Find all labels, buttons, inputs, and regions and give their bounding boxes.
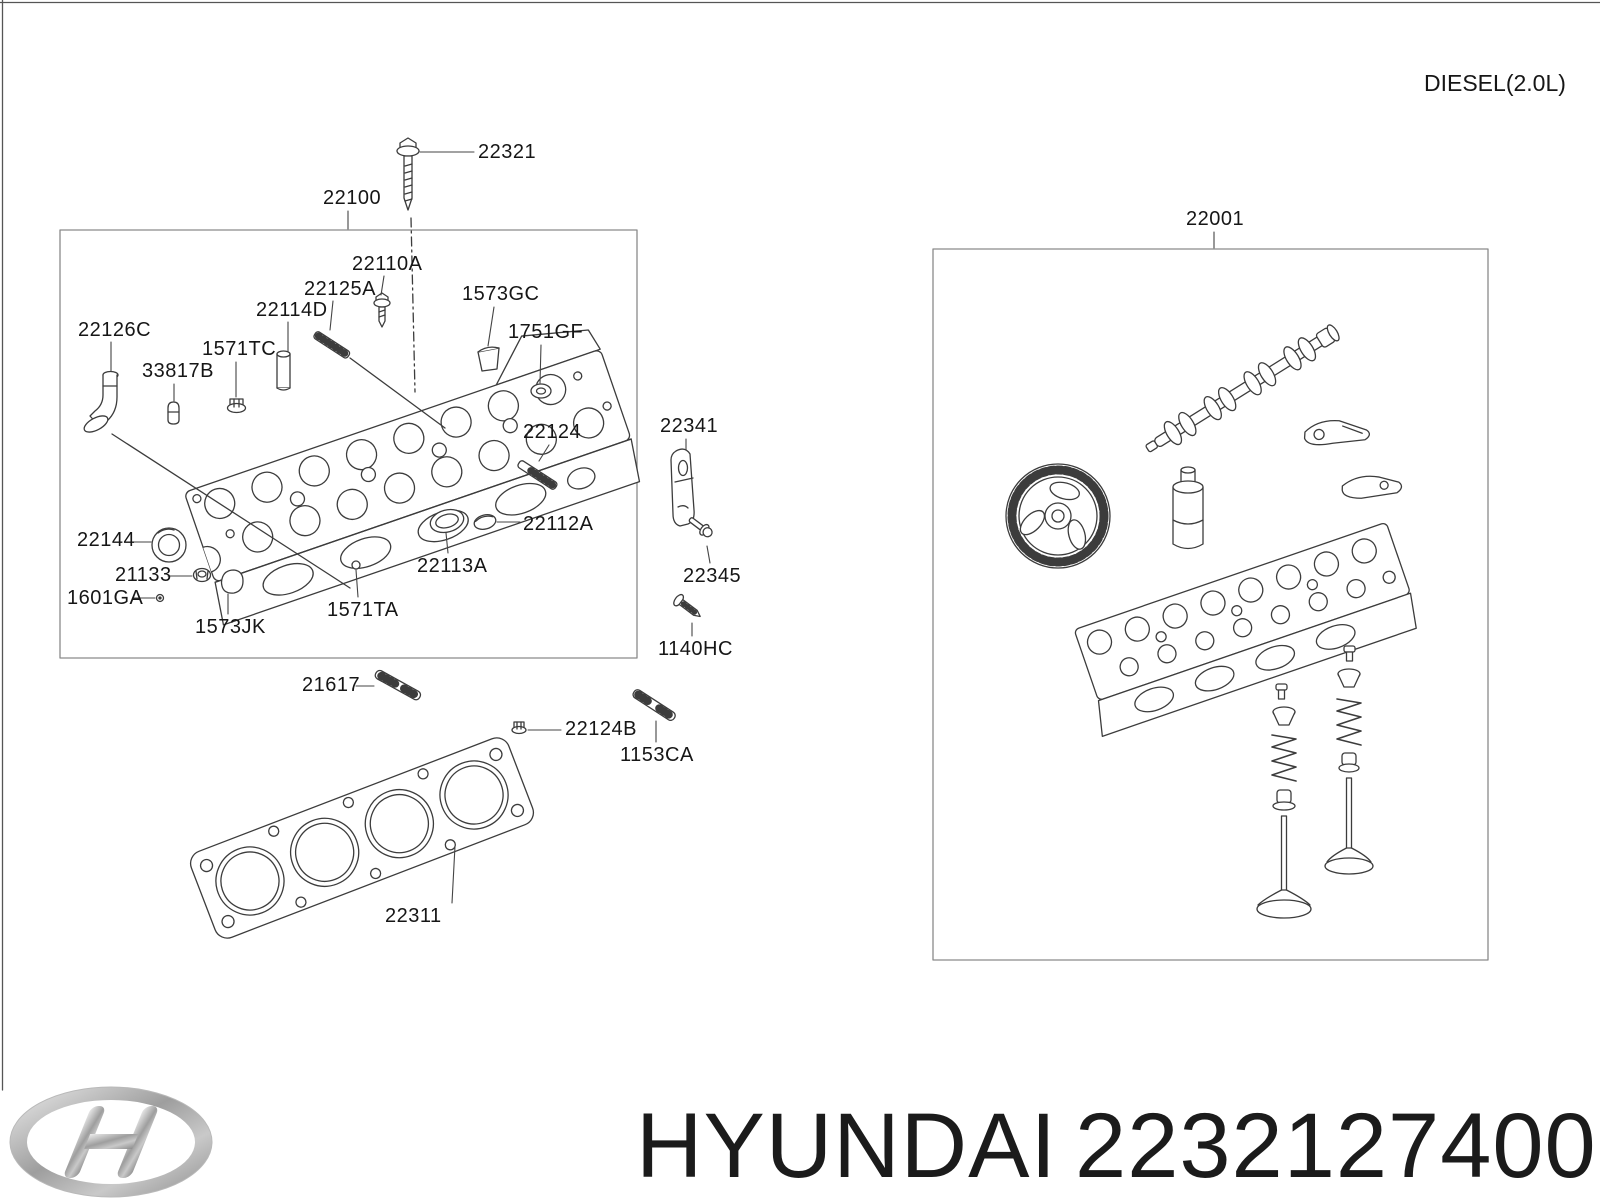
part-label-22341: 22341: [660, 415, 719, 437]
pin-33817B-glyph: [167, 401, 180, 425]
bolt-22345-glyph: [688, 517, 713, 538]
plug-22112A-glyph: [473, 514, 497, 530]
part-label-22311: 22311: [385, 905, 442, 927]
part-label-33817B: 33817B: [142, 360, 214, 382]
nut-21133-glyph: [192, 567, 212, 583]
assembly-box-22001: [932, 248, 1489, 961]
stud-21617-glyph: [374, 669, 422, 701]
cylinder-head-left-art: [185, 329, 641, 626]
cylinder-head-right-art: [1074, 522, 1417, 737]
part-label-1601GA: 1601GA: [67, 587, 144, 609]
part-label-22110A: 22110A: [352, 253, 423, 275]
cap-1573JK-glyph: [220, 569, 244, 594]
valve-assembly-a-glyph: [1256, 683, 1312, 919]
gasket-22311-art: [189, 737, 535, 939]
seal-1751GF-glyph: [530, 383, 552, 399]
part-label-1751GF: 1751GF: [508, 321, 584, 343]
nut-1571TC-glyph: [226, 398, 247, 414]
part-label-22001: 22001: [1186, 208, 1245, 230]
part-label-22126C: 22126C: [78, 319, 152, 341]
center-line-22321: [410, 217, 416, 393]
rocker-arm-upper-glyph: [1303, 419, 1370, 446]
elbow-22126C-glyph: [83, 370, 351, 589]
camshaft-glyph: [1145, 324, 1340, 453]
part-label-22113A: 22113A: [417, 555, 488, 577]
stud-1153CA-glyph: [632, 689, 676, 722]
bolt-22110A-glyph: [373, 292, 391, 328]
part-label-1571TC: 1571TC: [202, 338, 277, 360]
stud-22125A-glyph: [313, 331, 446, 429]
part-label-1571TA: 1571TA: [327, 599, 399, 621]
part-label-1573JK: 1573JK: [195, 616, 266, 638]
valve-assembly-b-glyph: [1324, 645, 1374, 875]
assembly-box-22100: [59, 229, 638, 659]
part-label-22100: 22100: [323, 187, 382, 209]
cap-22144-glyph: [151, 527, 187, 563]
camshaft-sprocket-glyph: [1005, 463, 1111, 569]
hyundai-logo: [9, 1086, 213, 1198]
bolt-22321-glyph: [396, 137, 420, 211]
cap-1573GC-glyph: [477, 346, 500, 372]
part-label-1573GC: 1573GC: [462, 283, 540, 305]
part-label-22125A: 22125A: [304, 278, 376, 300]
part-label-22144: 22144: [77, 529, 136, 551]
part-label-22321: 22321: [478, 141, 537, 163]
ball-1601GA-glyph: [155, 593, 165, 603]
part-label-22114D: 22114D: [256, 299, 328, 321]
nut-22124B-glyph: [511, 721, 527, 735]
footer-brand: HYUNDAI: [636, 1095, 1058, 1197]
part-label-22112A: 22112A: [523, 513, 594, 535]
tappet-glyph: [1172, 466, 1204, 550]
part-label-22345: 22345: [683, 565, 742, 587]
leader-lines: [110, 151, 1215, 904]
sleeve-22114D-glyph: [276, 350, 291, 391]
engine-variant-label: DIESEL(2.0L): [1424, 70, 1566, 96]
footer-part-number: 2232127400: [1075, 1095, 1597, 1197]
ball-1571TA-glyph: [351, 560, 361, 570]
part-label-21617: 21617: [302, 674, 361, 696]
part-label-22124B: 22124B: [565, 718, 637, 740]
part-label-1153CA: 1153CA: [620, 744, 694, 766]
bracket-22341-glyph: [670, 448, 695, 527]
rocker-arm-lower-glyph: [1341, 475, 1403, 499]
ring-22113A-glyph: [429, 508, 465, 534]
part-label-1140HC: 1140HC: [658, 638, 733, 660]
page-border: [0, 0, 1600, 1091]
bolt-1140HC-glyph: [673, 593, 701, 618]
part-label-22124: 22124: [523, 421, 582, 443]
stud-22124-glyph: [517, 460, 558, 490]
part-label-21133: 21133: [115, 564, 172, 586]
